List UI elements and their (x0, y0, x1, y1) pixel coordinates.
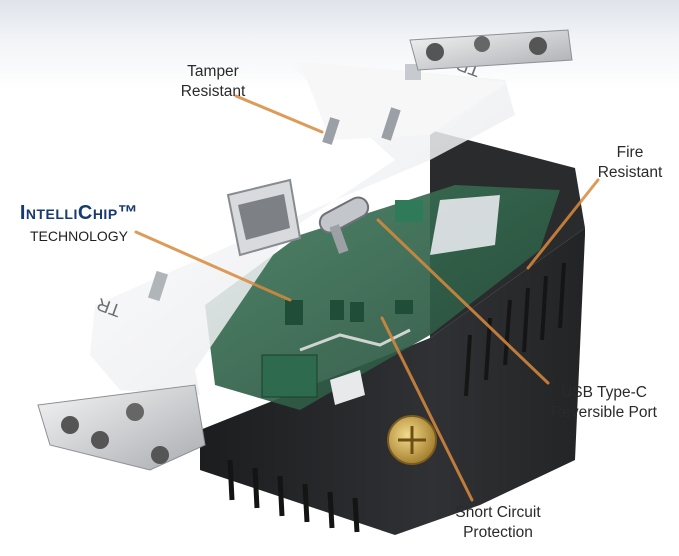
mounting-screw-icon (151, 446, 169, 464)
housing-bottom-ribs (227, 459, 360, 533)
callout-line: Reversible Port (551, 404, 657, 421)
callout-short-circuit: Short Circuit Protection (448, 503, 548, 543)
callout-leaders (134, 94, 600, 502)
mounting-screw-icon (91, 431, 109, 449)
circuit-board (205, 185, 560, 410)
outlet-slot (147, 270, 169, 302)
callout-tamper-resistant: Tamper Resistant (168, 62, 258, 102)
callout-line: Resistant (597, 164, 663, 181)
outlet-slot (322, 117, 340, 145)
brand-subtitle: TECHNOLOGY (29, 228, 128, 244)
pcb-chip (350, 302, 364, 322)
intellichip-brand: IntelliChip™ TECHNOLOGY (4, 201, 154, 245)
brand-name: IntelliChip™ (19, 202, 139, 224)
callout-fire-resistant: Fire Resistant (590, 143, 670, 183)
leader-intellichip (134, 230, 292, 302)
leader-tamper (234, 94, 324, 134)
callout-usb-type-c: USB Type-C Reversible Port (548, 383, 660, 423)
mounting-strap-bottom (37, 384, 206, 471)
leader-short (380, 316, 474, 502)
mounting-screw-icon (61, 416, 79, 434)
pcb-pad (330, 370, 365, 405)
callout-line: Fire (616, 144, 644, 161)
leader-usb (376, 218, 550, 385)
callout-line: Resistant (180, 83, 246, 100)
pcb-heat-pad (430, 195, 500, 255)
pcb-chip (395, 300, 413, 314)
pcb-component (395, 200, 423, 222)
pcb-chip (285, 300, 303, 325)
housing-ribs (464, 262, 566, 397)
mounting-screw-icon (426, 43, 444, 61)
callout-line: Short Circuit (455, 504, 541, 521)
mounting-strap-top (409, 29, 573, 71)
outlet-slot (381, 107, 401, 141)
pcb-chip (330, 300, 344, 320)
mounting-screw-icon (529, 37, 547, 55)
leader-fire (526, 178, 600, 270)
mounting-screw-icon (474, 36, 490, 52)
callout-line: USB Type-C (561, 384, 647, 401)
usb-a-port-icon (226, 178, 302, 257)
usb-c-port-icon (318, 196, 370, 254)
callout-line: Protection (463, 524, 533, 541)
pcb-inductor (261, 354, 318, 398)
terminal-screw-icon (387, 415, 437, 465)
callout-line: Tamper (187, 63, 239, 80)
mounting-screw-icon (126, 403, 144, 421)
